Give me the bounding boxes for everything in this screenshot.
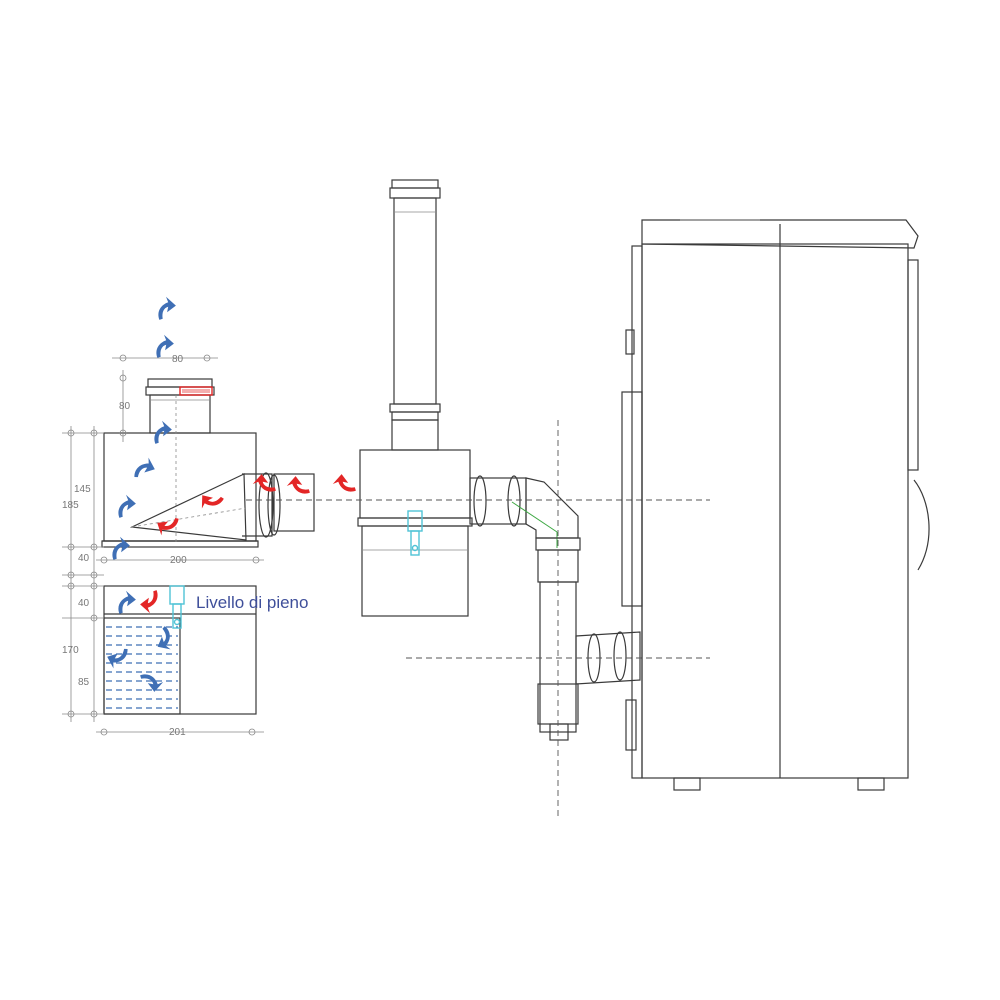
dim-water-height: 85 — [78, 677, 90, 688]
dim-upper-total-height: 185 — [62, 500, 79, 511]
curved-arrow-blue-icon — [104, 643, 129, 671]
dim-outlet-height: 80 — [119, 401, 131, 412]
curved-arrow-blue-icon — [150, 625, 178, 655]
dim-gap-lower: 40 — [78, 598, 90, 609]
green-axis — [511, 501, 558, 533]
top-outlet-collar — [145, 378, 215, 434]
curved-arrow-blue-icon — [112, 536, 130, 560]
curved-arrow-blue-icon — [118, 494, 136, 518]
air-flow-arrows — [104, 296, 178, 692]
installed-trap — [357, 179, 473, 617]
curved-arrow-red-icon — [140, 590, 158, 614]
dimension-labels: 80 80 145 185 40 200 40 170 85 201 — [62, 354, 187, 738]
dim-upper-width: 200 — [170, 555, 187, 566]
seal-band — [179, 386, 213, 396]
fill-level-label: Livello di pieno — [196, 593, 308, 612]
curved-arrow-blue-icon — [118, 590, 136, 614]
dim-upper-inner-height: 145 — [74, 484, 91, 495]
upper-chamber — [101, 395, 259, 548]
lower-chamber — [103, 585, 257, 715]
curved-arrow-blue-icon — [133, 455, 158, 483]
trap-detail: 80 80 145 185 40 200 40 170 85 201 Livel… — [62, 354, 315, 738]
curved-arrow-blue-icon — [154, 420, 172, 444]
dim-outlet-width: 80 — [172, 354, 184, 365]
curved-arrow-blue-icon — [140, 674, 164, 692]
dim-lower-width: 201 — [169, 727, 186, 738]
guide-lines — [246, 420, 710, 820]
pellet-stove — [621, 219, 930, 791]
connection-pipes — [469, 475, 641, 741]
curved-arrow-red-icon — [332, 474, 356, 492]
level-gauge-icon — [169, 585, 185, 629]
side-inlet-pipe — [242, 472, 315, 538]
curved-arrow-blue-icon — [158, 296, 176, 320]
dimension-lines — [62, 354, 264, 736]
curved-arrow-red-icon — [286, 476, 310, 494]
dim-gap-upper: 40 — [78, 553, 90, 564]
level-gauge-icon — [407, 510, 423, 556]
dim-lower-total-height: 170 — [62, 645, 79, 656]
water-lines — [106, 626, 178, 709]
